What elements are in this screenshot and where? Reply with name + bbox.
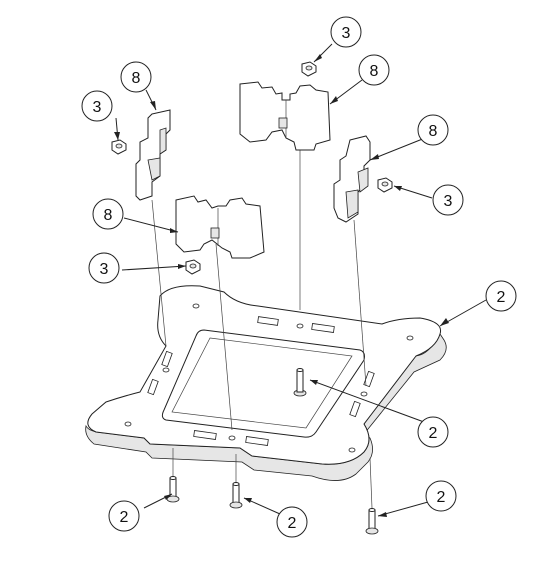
callout-label: 3 — [93, 99, 102, 116]
callout-label: 8 — [370, 63, 379, 80]
pin-bottom-center — [229, 482, 243, 509]
callout-nut-top: 3 — [330, 16, 362, 48]
callout-nut-left-upper: 3 — [81, 90, 113, 122]
pin-bottom-right — [365, 508, 379, 535]
base-plate — [85, 285, 447, 481]
nut-top — [301, 61, 317, 77]
callout-pin-bottom-center: 2 — [276, 506, 308, 538]
callout-label: 3 — [100, 261, 109, 278]
pin-bottom-left — [166, 476, 180, 503]
callout-block-left-upper: 8 — [120, 61, 152, 93]
callout-pin-bottom-right: 2 — [425, 480, 457, 512]
callout-label: 2 — [120, 509, 129, 526]
callout-label: 8 — [429, 123, 438, 140]
nut-left-lower — [185, 259, 201, 275]
callout-nut-left-lower: 3 — [88, 252, 120, 284]
projection-lines — [151, 140, 373, 509]
callout-label: 2 — [497, 289, 506, 306]
callout-label: 3 — [444, 193, 453, 210]
nut-left-upper — [111, 139, 127, 155]
callout-pin-bottom-left: 2 — [108, 500, 140, 532]
block-left-lower — [175, 195, 265, 259]
callout-plate: 2 — [485, 280, 517, 312]
callout-block-left-lower: 8 — [92, 198, 124, 230]
callout-label: 2 — [288, 515, 297, 532]
callout-block-top: 8 — [358, 54, 390, 86]
nut-right — [377, 177, 393, 193]
callout-label: 3 — [342, 25, 351, 42]
block-right — [333, 135, 371, 223]
callout-label: 2 — [429, 425, 438, 442]
callout-label: 2 — [437, 489, 446, 506]
leader-lines — [114, 43, 487, 517]
callout-label: 8 — [132, 70, 141, 87]
block-top — [239, 81, 331, 151]
callout-label: 8 — [104, 207, 113, 224]
callout-block-right: 8 — [417, 114, 449, 146]
block-left-upper — [135, 109, 171, 201]
callout-nut-right: 3 — [432, 184, 464, 216]
pin-center — [293, 368, 307, 397]
callout-pin-center: 2 — [417, 416, 449, 448]
